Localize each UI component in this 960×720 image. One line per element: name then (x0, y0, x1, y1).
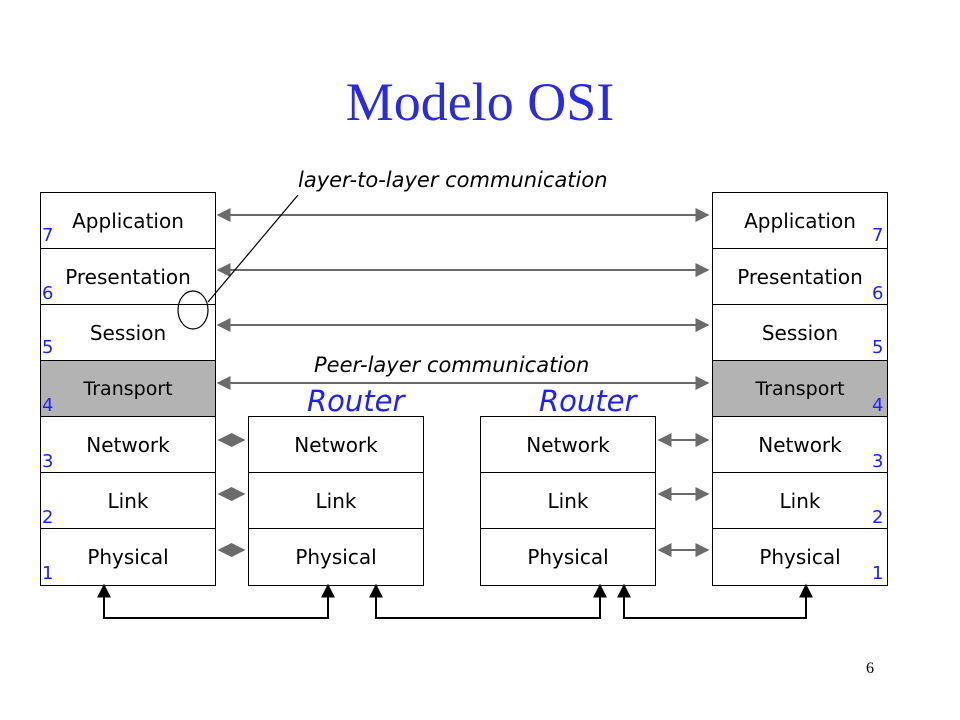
left-layer-presentation: Presentation (41, 249, 215, 305)
left-layer-session: Session (41, 305, 215, 361)
right-layer-link: Link (713, 473, 887, 529)
right-layer-physical: Physical (759, 545, 841, 569)
left-layer-number-6: 6 (42, 283, 54, 304)
callout-ellipse (177, 290, 209, 330)
right-layer-network: Network (713, 417, 887, 473)
router-2-layer-physical: Physical (527, 545, 609, 569)
physical-link-router1-router2 (369, 583, 607, 619)
right-layer-number-2: 2 (872, 507, 884, 528)
right-layer-session: Session (713, 305, 887, 361)
left-layer-number-2: 2 (42, 507, 54, 528)
physical-link-host-router1 (97, 583, 335, 619)
right-layer-application: Application (713, 193, 887, 249)
right-layer-number-4: 4 (872, 395, 884, 416)
callout-line (207, 194, 299, 303)
layer-to-layer-label: layer-to-layer communication (298, 168, 608, 192)
right-layer-number-1: 1 (872, 563, 884, 584)
router-2-layer-network: Network (481, 417, 655, 473)
left-layer-number-7: 7 (42, 225, 54, 246)
right-layer-number-6: 6 (872, 283, 884, 304)
left-layer-number-5: 5 (42, 337, 54, 358)
router-1-stack: Network Link Physical (248, 416, 424, 586)
router-1-layer-link: Link (249, 473, 423, 529)
physical-link-router2-host (617, 583, 813, 619)
router-1-layer-physical: Physical (295, 545, 377, 569)
left-layer-number-4: 4 (42, 395, 54, 416)
page-number: 6 (866, 660, 874, 677)
right-host-stack: Application Presentation Session Transpo… (712, 192, 888, 586)
router-1-layer-network: Network (249, 417, 423, 473)
left-layer-physical: Physical (87, 545, 169, 569)
left-layer-link: Link (41, 473, 215, 529)
left-layer-network: Network (41, 417, 215, 473)
right-layer-presentation: Presentation (713, 249, 887, 305)
left-layer-number-3: 3 (42, 451, 54, 472)
right-layer-number-3: 3 (872, 451, 884, 472)
right-layer-number-7: 7 (872, 225, 884, 246)
left-layer-number-1: 1 (42, 563, 54, 584)
page-title: Modelo OSI (345, 72, 615, 132)
left-host-stack: Application Presentation Session Transpo… (40, 192, 216, 586)
router-2-stack: Network Link Physical (480, 416, 656, 586)
peer-layer-label: Peer-layer communication (314, 353, 590, 377)
left-layer-application: Application (41, 193, 215, 249)
left-layer-transport: Transport (41, 361, 215, 417)
right-layer-number-5: 5 (872, 337, 884, 358)
router-2-layer-link: Link (481, 473, 655, 529)
right-layer-transport: Transport (713, 361, 887, 417)
